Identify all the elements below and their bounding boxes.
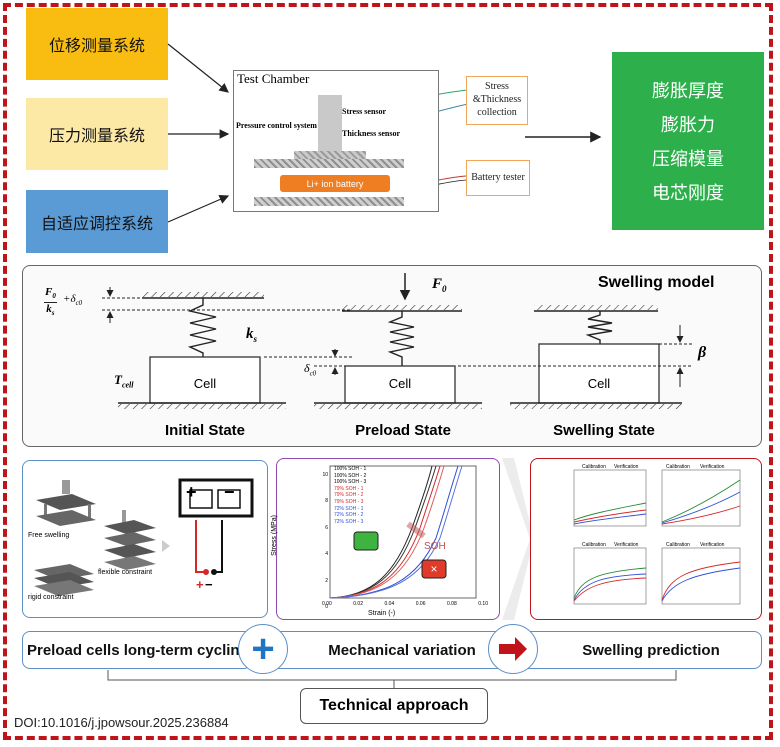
stress-xticks: 0.00 0.02 0.04 0.06 0.08 0.10 xyxy=(322,601,488,607)
dashed-border xyxy=(3,3,773,740)
mini-tag-right-1: Verification xyxy=(614,464,639,470)
stress-strain-chart: × xyxy=(329,465,477,599)
probe-plus: + xyxy=(196,577,204,592)
bracket-connector xyxy=(107,670,677,688)
soh-label: SOH xyxy=(424,541,446,552)
result-swelling-force: 膨胀力 xyxy=(661,115,715,135)
fixtures-illustration xyxy=(34,478,254,596)
thickness-sensor-label: Thickness sensor xyxy=(342,129,401,138)
cell-initial: Cell xyxy=(193,376,217,391)
tester-plus: + xyxy=(186,482,197,502)
plus-circle-icon: + xyxy=(238,624,288,674)
mini-tag-left-3: Calibration xyxy=(582,542,606,548)
swelling-model-diagram xyxy=(102,273,692,409)
pressure-control-label: Pressure control system xyxy=(236,121,317,130)
mini-tag-right-3: Verification xyxy=(614,542,639,548)
f0-label: F0 xyxy=(432,276,447,294)
mini-tag-right-2: Verification xyxy=(700,464,725,470)
state-swelling: Swelling State xyxy=(553,422,655,439)
chamber-title: Test Chamber xyxy=(237,71,310,86)
technical-approach-box: Technical approach xyxy=(300,688,488,724)
label-flexible-constraint: flexible constraint xyxy=(98,569,153,576)
system-pressure: 压力测量系统 xyxy=(26,98,168,170)
state-initial: Initial State xyxy=(164,422,246,439)
lower-plate xyxy=(254,197,404,206)
doi-text: DOI:10.1016/j.jpowsour.2025.236884 xyxy=(14,715,229,730)
mini-tag-left-4: Calibration xyxy=(666,542,690,548)
stress-ylabel: Stress (MPa) xyxy=(270,515,278,556)
stress-xlabel: Strain (-) xyxy=(368,610,396,617)
cell-preload: Cell xyxy=(388,376,412,391)
upper-plate xyxy=(254,159,404,168)
bar-preload-cycling: Preload cells long-term cycling xyxy=(22,631,252,669)
arrow-right-circle-icon xyxy=(488,624,538,674)
swelling-model-title: Swelling model xyxy=(598,274,715,291)
stress-yticks: 10 8 6 4 2 0 xyxy=(322,472,328,611)
beta-label: β xyxy=(698,344,707,361)
system-adaptive-control: 自适应调控系统 xyxy=(26,190,168,253)
result-swelling-thickness: 膨胀厚度 xyxy=(652,81,724,101)
stress-thickness-collection-box: Stress &Thickness collection xyxy=(466,76,528,125)
label-rigid-constraint: rigid constraint xyxy=(28,594,74,601)
result-compression-modulus: 压缩模量 xyxy=(652,149,724,169)
tcell-label: Tcell xyxy=(114,372,134,390)
pressure-column xyxy=(318,95,342,151)
bar-mechanical-variation: Mechanical variation xyxy=(270,631,510,669)
pressure-crossbar xyxy=(294,151,366,161)
battery-tester-box: Battery tester xyxy=(466,160,530,196)
prediction-mini-charts xyxy=(573,469,741,605)
mini-tag-right-4: Verification xyxy=(700,542,725,548)
results-box: 膨胀厚度 膨胀力 压缩模量 电芯刚度 xyxy=(612,52,764,230)
mini-tag-left-1: Calibration xyxy=(582,464,606,470)
battery: Li+ ion battery xyxy=(280,175,390,192)
stress-legend: 100% SOH - 1 100% SOH - 2 100% SOH - 3 7… xyxy=(334,466,367,525)
stress-sensor-label: Stress sensor xyxy=(342,107,387,116)
tester-minus: − xyxy=(224,482,235,502)
state-preload: Preload State xyxy=(355,422,451,439)
bar-swelling-prediction: Swelling prediction xyxy=(520,631,762,669)
fraction-label: F0 ks xyxy=(44,286,57,318)
svg-text:×: × xyxy=(430,562,437,576)
delta-c0-label: δc0 xyxy=(304,361,317,378)
test-chamber: Test Chamber Pressure control system Str… xyxy=(233,70,439,212)
system-displacement: 位移测量系统 xyxy=(26,8,168,80)
label-free-swelling: Free swelling xyxy=(28,532,70,539)
cell-swelling: Cell xyxy=(587,376,611,391)
chevron-right-icon xyxy=(502,458,534,620)
probe-minus: − xyxy=(205,577,213,592)
spring-constant-label: ks xyxy=(246,326,258,344)
delta-plus-label: +δc0 xyxy=(63,293,83,308)
mini-tag-left-2: Calibration xyxy=(666,464,690,470)
result-cell-stiffness: 电芯刚度 xyxy=(652,183,724,203)
